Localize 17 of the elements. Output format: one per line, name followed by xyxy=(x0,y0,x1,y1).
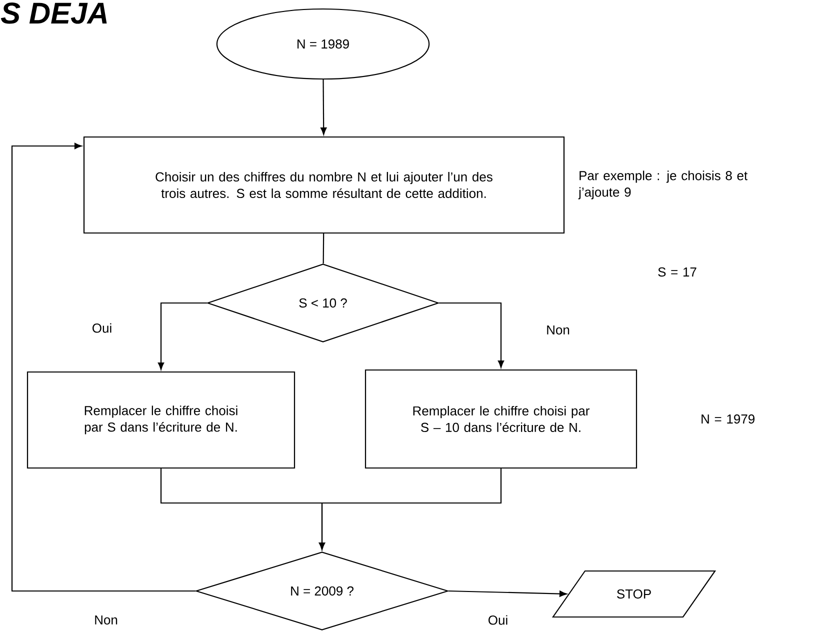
edge-label: Non xyxy=(93,614,119,626)
arrow xyxy=(158,302,207,370)
edge-label: Oui xyxy=(486,614,510,626)
note: N = 1979 xyxy=(702,414,754,424)
process-box: Choisir un des chiffres du nombre N et lui ajouter l’un des trois autres. S est la somme résultant de cette addition. xyxy=(83,136,565,234)
arrow xyxy=(448,590,567,597)
arrow xyxy=(439,302,504,368)
edge-label: Oui xyxy=(90,322,114,334)
arrow xyxy=(320,80,327,135)
note: Par exemple : je choisis 8 et j’ajoute 9 xyxy=(578,170,748,200)
arrow xyxy=(318,468,502,550)
note: S = 17 xyxy=(658,267,696,277)
heading: S DEJA xyxy=(0,2,107,24)
process-box: Remplacer le chiffre choisi par S dans l’écriture de N. xyxy=(26,371,296,469)
edge-label: Non xyxy=(545,324,571,336)
arrow xyxy=(11,142,196,592)
process-box: Remplacer le chiffre choisi par S – 10 dans l’écriture de N. xyxy=(364,369,638,469)
